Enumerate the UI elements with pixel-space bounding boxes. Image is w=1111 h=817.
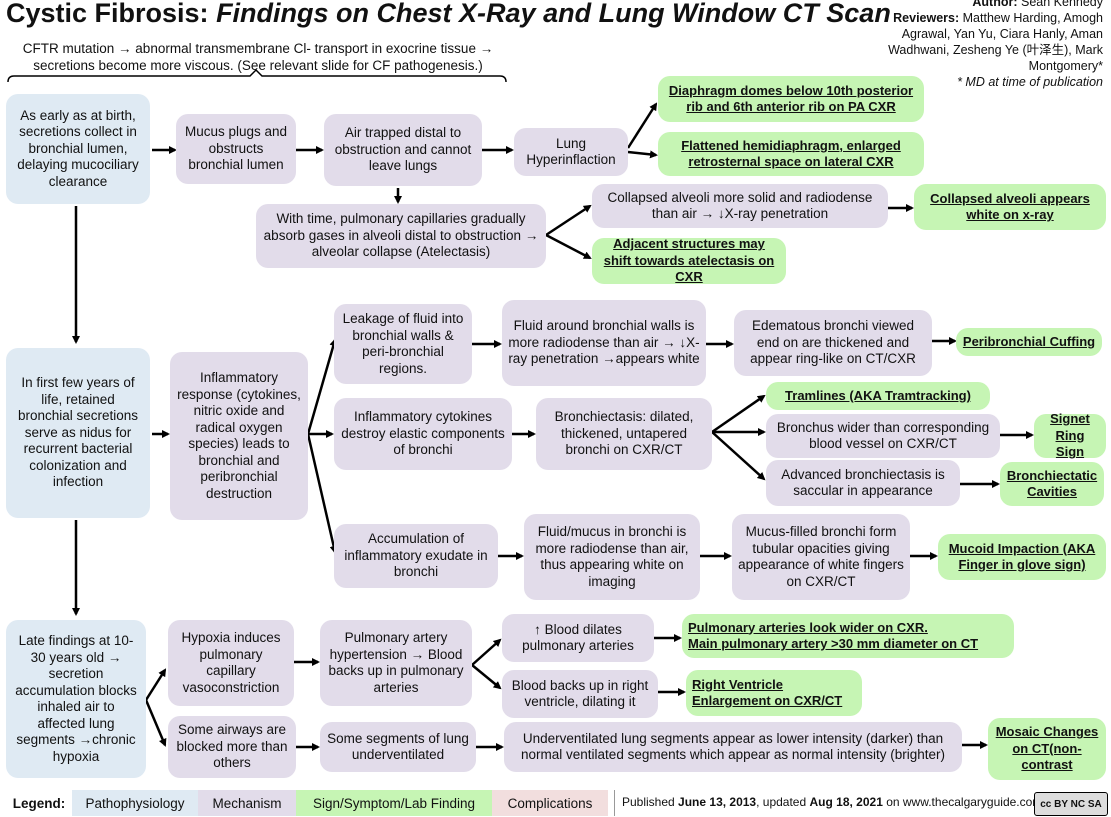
- sign-signet-ring: Signet Ring Sign: [1034, 411, 1106, 459]
- sign-flattened-hemidiaphragm: Flattened hemidiaphragm, enlarged retros…: [658, 132, 924, 176]
- sign-rv-enlargement: Right Ventricle Enlargement on CXR/CT: [686, 670, 862, 716]
- cc-license-text: cc BY NC SA: [1040, 798, 1102, 810]
- legend-mechanism: Mechanism: [198, 790, 296, 816]
- mech-pulmonary-hypertension: Pulmonary artery hypertension → Blood ba…: [320, 620, 472, 706]
- sign-peribronchial-cuffing: Peribronchial Cuffing: [956, 328, 1102, 356]
- legend-sign-symptom: Sign/Symptom/Lab Finding: [296, 790, 492, 816]
- mech-lung-hyperinflation: Lung Hyperinflaction: [514, 128, 628, 176]
- legend-label: Legend:: [12, 795, 66, 811]
- publication-info: Published June 13, 2013, updated Aug 18,…: [622, 795, 1043, 809]
- mech-edematous-bronchi: Edematous bronchi viewed end on are thic…: [734, 310, 932, 376]
- sign-bronchiectatic-cavities: Bronchiectatic Cavities: [1000, 462, 1104, 506]
- mech-mucus-radiodense: Fluid/mucus in bronchi is more radiodens…: [524, 514, 700, 600]
- sign-collapsed-alveoli-white: Collapsed alveoli appears white on x-ray: [914, 184, 1106, 230]
- mech-atelectasis: With time, pulmonary capillaries gradual…: [256, 204, 546, 268]
- page-title: Cystic Fibrosis: Findings on Chest X-Ray…: [6, 0, 891, 28]
- legend-complications: Complications: [492, 790, 608, 816]
- mech-airways-blocked: Some airways are blocked more than other…: [168, 716, 296, 778]
- sign-diaphragm-domes: Diaphragm domes below 10th posterior rib…: [658, 76, 924, 122]
- mech-advanced-bronchiectasis: Advanced bronchiectasis is saccular in a…: [766, 460, 960, 506]
- mech-air-trapped: Air trapped distal to obstruction and ca…: [324, 114, 482, 186]
- mech-bronchiectasis: Bronchiectasis: dilated, thickened, unta…: [536, 398, 712, 470]
- patho-late-findings: Late findings at 10-30 years old → secre…: [6, 620, 146, 778]
- sign-tramlines: Tramlines (AKA Tramtracking): [766, 382, 990, 410]
- mech-intensity-difference: Underventilated lung segments appear as …: [504, 722, 962, 772]
- credits: Author: Sean Kennedy Reviewers: Matthew …: [888, 0, 1103, 89]
- legend-divider: [614, 790, 615, 816]
- mech-fluid-radiodense: Fluid around bronchial walls is more rad…: [502, 300, 706, 386]
- sign-pa-ct: Main pulmonary artery >30 mm diameter on…: [688, 636, 979, 651]
- intro-text: CFTR mutation → abnormal transmembrane C…: [22, 41, 494, 73]
- patho-retained-secretions: In first few years of life, retained bro…: [6, 348, 150, 518]
- patho-early-secretions: As early as at birth, secretions collect…: [6, 94, 150, 204]
- mech-cytokines-destroy: Inflammatory cytokines destroy elastic c…: [334, 398, 512, 470]
- mech-collapsed-alveoli: Collapsed alveoli more solid and radiode…: [592, 184, 888, 228]
- sign-pa-cxr: Pulmonary arteries look wider on CXR.: [688, 619, 928, 635]
- legend-pathophysiology: Pathophysiology: [72, 790, 198, 816]
- mech-fluid-leakage: Leakage of fluid into bronchial walls & …: [334, 304, 472, 384]
- mech-right-ventricle-backup: Blood backs up in right ventricle, dilat…: [502, 670, 658, 718]
- cc-license-badge[interactable]: cc BY NC SA: [1034, 792, 1108, 816]
- mech-mucus-plugs: Mucus plugs and obstructs bronchial lume…: [176, 114, 296, 184]
- mech-blood-dilates: ↑ Blood dilates pulmonary arteries: [502, 614, 654, 662]
- mech-accumulation-exudate: Accumulation of inflammatory exudate in …: [334, 524, 498, 588]
- mech-hypoxia-vasoconstriction: Hypoxia induces pulmonary capillary vaso…: [168, 620, 294, 706]
- sign-pulmonary-arteries: Pulmonary arteries look wider on CXR. Ma…: [682, 614, 1014, 658]
- mech-inflammatory-response: Inflammatory response (cytokines, nitric…: [170, 352, 308, 520]
- mech-tubular-opacities: Mucus-filled bronchi form tubular opacit…: [732, 514, 910, 600]
- mech-bronchus-wider: Bronchus wider than corresponding blood …: [766, 414, 1000, 458]
- sign-adjacent-shift: Adjacent structures may shift towards at…: [592, 236, 786, 284]
- sign-mucoid-impaction: Mucoid Impaction (AKA Finger in glove si…: [938, 534, 1106, 580]
- sign-mosaic-changes: Mosaic Changes on CT(non-contrast: [988, 718, 1106, 780]
- mech-segments-underventilated: Some segments of lung underventilated: [320, 722, 476, 772]
